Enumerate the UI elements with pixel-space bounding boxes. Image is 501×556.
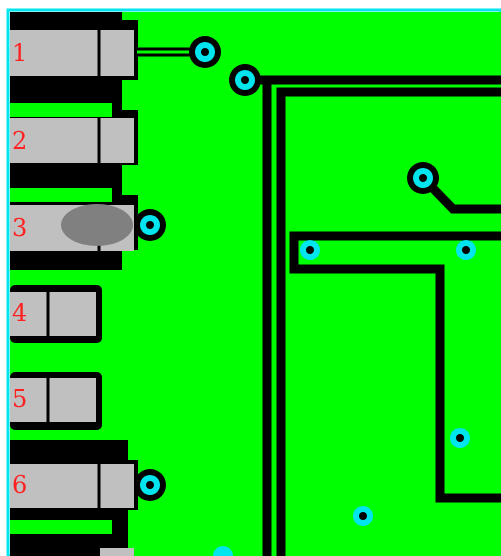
via-5: [407, 162, 439, 194]
via-3: [134, 209, 166, 241]
pad-2-tab: [100, 118, 134, 163]
via-9: [353, 506, 373, 526]
vias: [134, 36, 476, 556]
pin-label-6: 6: [12, 471, 27, 499]
pad-separators: [10, 103, 112, 534]
pad-1: [10, 30, 98, 76]
via-4: [134, 469, 166, 501]
pad-5: [10, 378, 96, 422]
trace-inner-rail: [276, 87, 501, 556]
via-7: [456, 240, 476, 260]
pad-2: [10, 118, 98, 163]
via-1: [189, 36, 221, 68]
pin-labels: 1 2 3 4 5 6: [12, 39, 27, 499]
board-edge: [6, 8, 501, 556]
pad-6: [10, 464, 98, 508]
pin-label-1: 1: [12, 39, 27, 67]
pad-4: [10, 292, 96, 336]
pad-1-tab: [100, 30, 134, 76]
pin-label-4: 4: [12, 299, 27, 327]
pad-7-tab: [100, 548, 134, 556]
pin-label-2: 2: [12, 127, 27, 155]
via-6: [300, 240, 320, 260]
trace-outlines: [134, 47, 501, 556]
via-10: [213, 546, 233, 556]
via-8: [450, 428, 470, 448]
pad-6-tab: [100, 464, 134, 508]
via-2: [229, 64, 261, 96]
pin-label-3: 3: [12, 214, 27, 242]
pin-label-5: 5: [12, 385, 27, 413]
trace-loop: [289, 231, 501, 503]
pin-3-marker: [61, 204, 133, 246]
